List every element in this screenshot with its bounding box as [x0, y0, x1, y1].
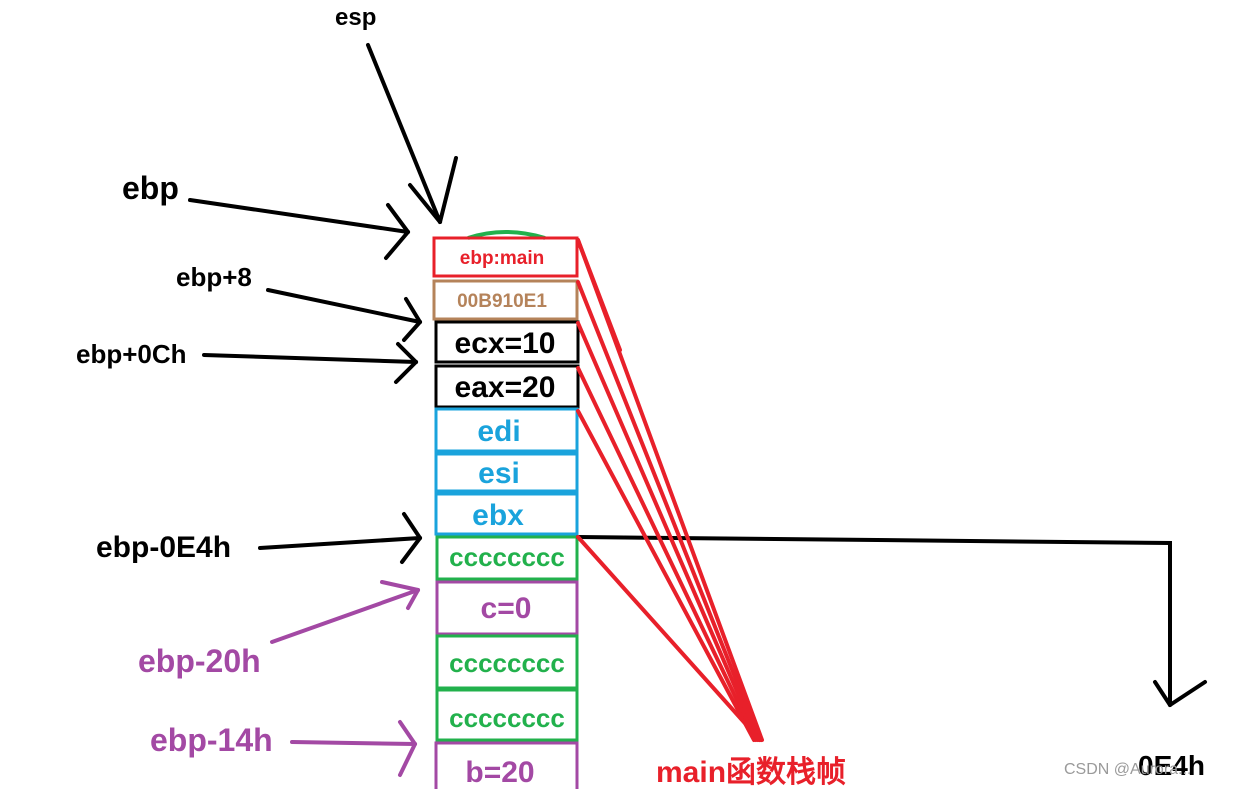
csdn-watermark: CSDN @Aurora... — [1064, 761, 1192, 778]
stack-cell-ecx-text: ecx=10 — [455, 327, 556, 360]
stack-cell-var-b-text: b=20 — [465, 756, 534, 789]
stack-cell-var-c — [435, 580, 579, 636]
stack-cell-padding-2-text: cccccccc — [449, 648, 565, 678]
stack-cell-padding-2 — [435, 634, 579, 690]
ebp-minus-14h-label: ebp-14h — [150, 722, 273, 758]
stack-cell-esi-text: esi — [478, 457, 520, 490]
esp-label: esp — [335, 4, 377, 31]
stack-cell-ebx-text: ebx — [472, 499, 524, 532]
main-frame-caption: main函数栈帧 — [656, 756, 847, 789]
stack-cell-esi — [434, 452, 579, 493]
ebp-label: ebp — [122, 170, 179, 206]
stack-cell-var-c-text: c=0 — [481, 592, 532, 625]
stack-cell-ecx — [434, 320, 580, 364]
stack-cell-ebp-main — [432, 236, 579, 278]
stack-cell-edi — [434, 407, 579, 453]
stack-cell-eax-text: eax=20 — [455, 371, 556, 404]
stack-cell-ebp-main-text: ebp:main — [460, 248, 544, 269]
ebp-arrow — [188, 198, 410, 260]
size-bracket-arrow — [576, 535, 1207, 707]
ebp-plus-0ch-label: ebp+0Ch — [76, 339, 187, 369]
ebp-plus-8-label: ebp+8 — [176, 262, 252, 292]
stack-cell-padding-1-text: cccccccc — [449, 542, 565, 572]
ebp-plus-8-arrow — [266, 288, 422, 342]
ebp-minus-20h-label: ebp-20h — [138, 643, 261, 679]
stack-cell-padding-1 — [435, 535, 579, 581]
stack-cell-var-b — [434, 741, 579, 794]
stack-cell-return-address — [432, 279, 579, 321]
stack-cell-eax — [434, 364, 580, 409]
main-frame-fan-lines — [576, 238, 764, 742]
stack-cell-padding-3 — [435, 688, 579, 742]
stack-cell-return-address-text: 00B910E1 — [457, 291, 547, 312]
ebp-minus-14h-arrow — [290, 720, 417, 777]
frame-size-label: 0E4h — [1138, 750, 1205, 781]
ebp-minus-0e4h-label: ebp-0E4h — [96, 531, 232, 564]
ebp-plus-0ch-arrow — [202, 342, 418, 384]
stack-cell-ebx — [434, 492, 579, 536]
stack-cells: ebp:main 00B910E1 ecx=10 eax=20 edi esi … — [432, 236, 580, 794]
esp-arrow — [366, 43, 458, 224]
stack-cell-padding-3-text: cccccccc — [449, 703, 565, 733]
stack-top-cap — [467, 230, 546, 240]
stack-cell-edi-text: edi — [477, 415, 520, 448]
ebp-minus-20h-arrow — [270, 580, 420, 644]
ebp-minus-0e4h-arrow — [258, 512, 422, 564]
